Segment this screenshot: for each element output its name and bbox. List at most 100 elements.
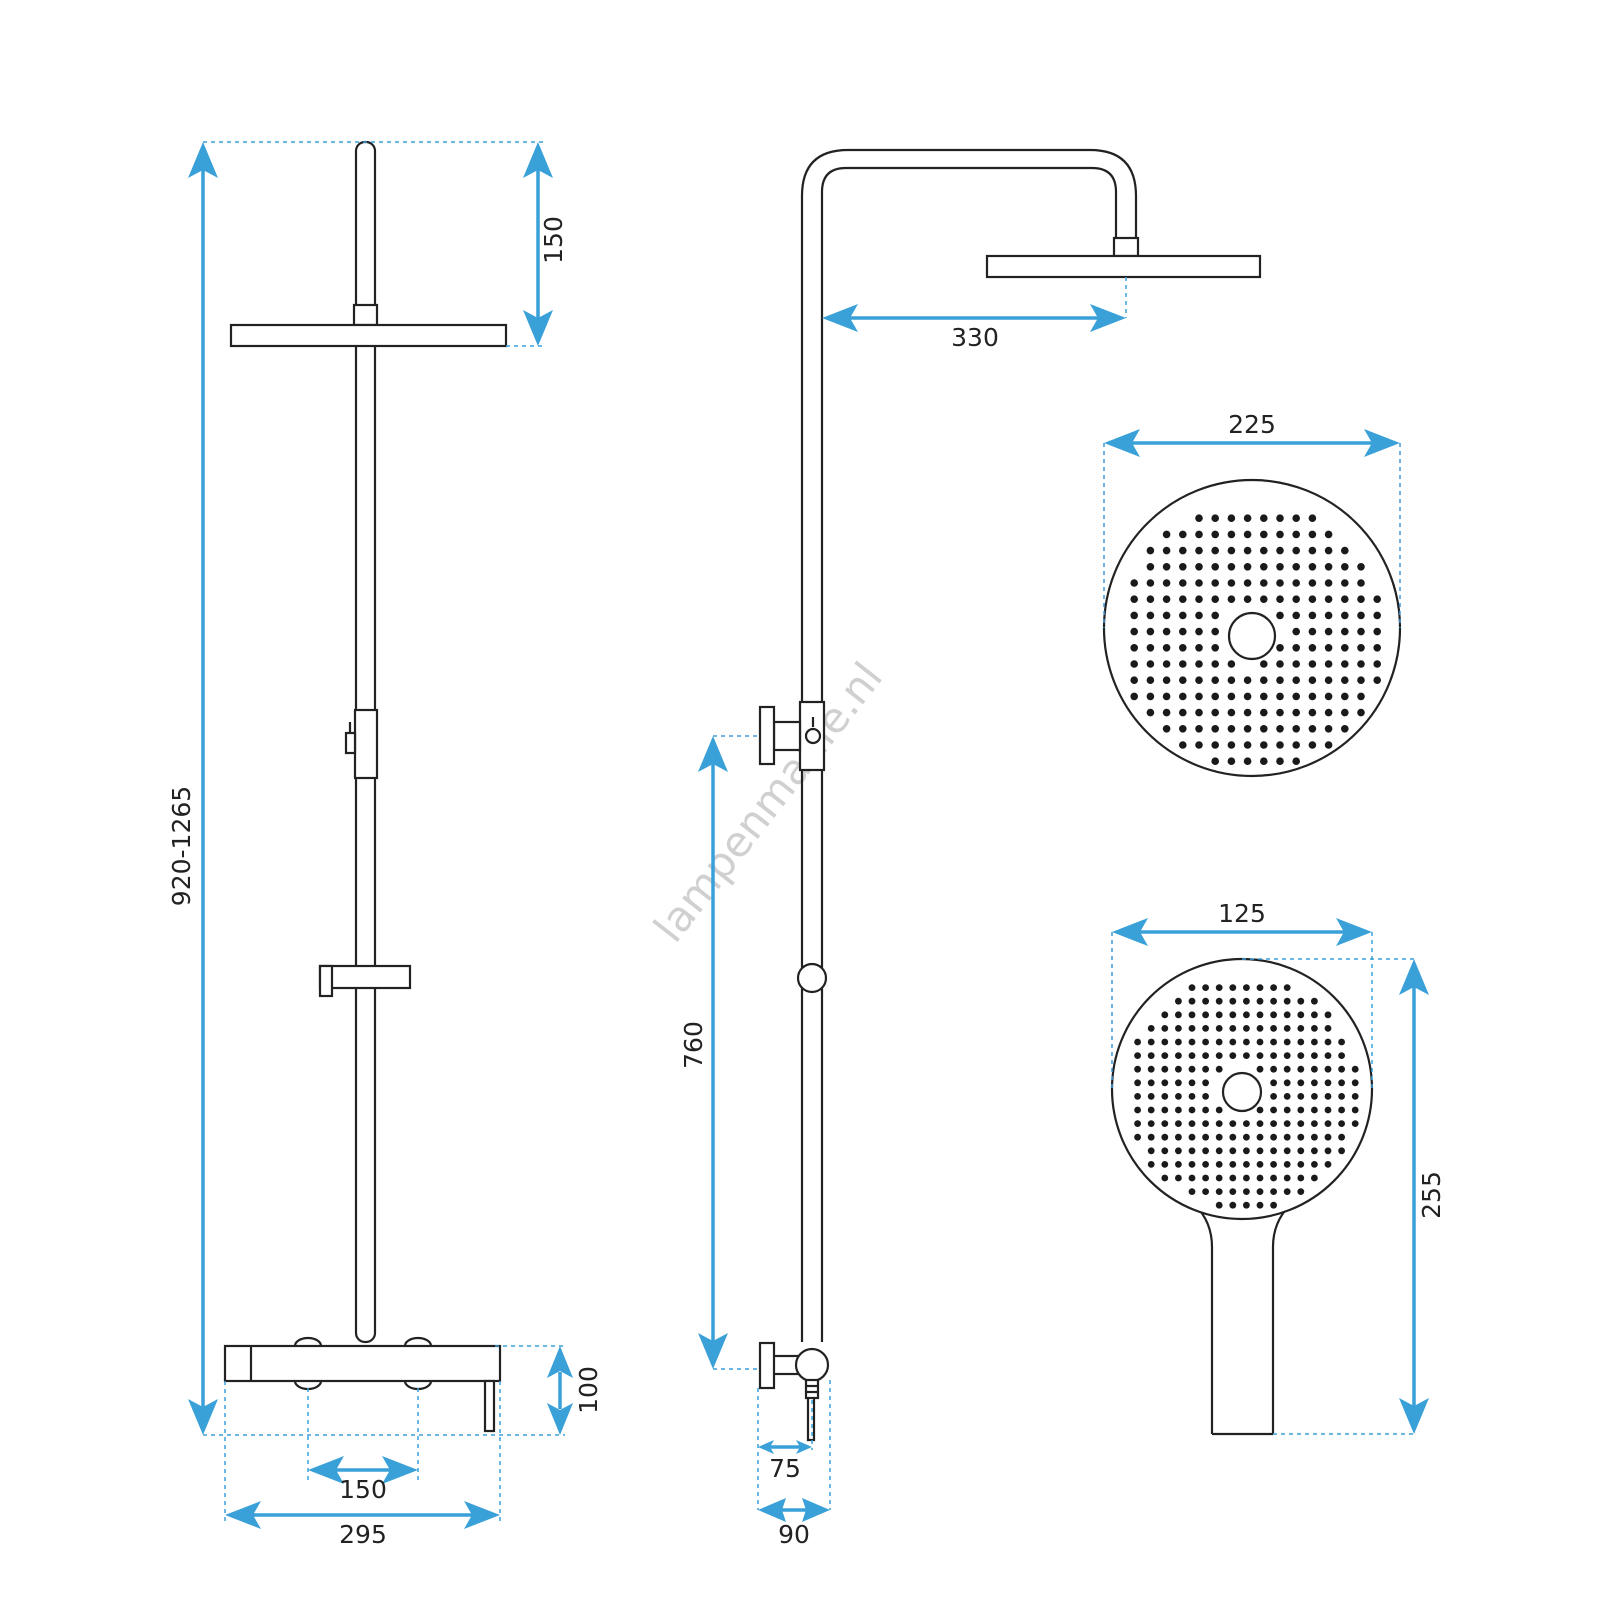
nozzle-dot (1292, 595, 1300, 603)
nozzle-dot (1215, 1147, 1223, 1155)
nozzle-dot (1188, 1025, 1196, 1032)
nozzle-dot (1292, 741, 1300, 749)
nozzle-dot (1134, 1120, 1141, 1127)
nozzle-dot (1175, 1120, 1182, 1127)
nozzle-dot (1211, 757, 1219, 765)
nozzle-dot (1188, 1052, 1196, 1059)
nozzle-dot (1283, 1079, 1291, 1087)
nozzle-dot (1256, 1065, 1264, 1073)
nozzle-dot (1179, 546, 1187, 555)
nozzle-dot (1308, 595, 1317, 603)
nozzle-dot (1195, 595, 1203, 603)
nozzle-dot (1227, 514, 1236, 522)
nozzle-dot (1324, 741, 1333, 749)
nozzle-dot (1130, 579, 1138, 587)
nozzle-dot (1324, 708, 1333, 717)
nozzle-dot (1175, 1052, 1182, 1059)
nozzle-dot (1351, 1065, 1359, 1073)
arrow-head (188, 142, 218, 178)
nozzle-dot (1179, 708, 1187, 717)
nozzle-dot (1227, 546, 1236, 555)
nozzle-dot (1324, 1011, 1332, 1019)
nozzle-dot (1134, 1106, 1141, 1114)
nozzle-dot (1195, 692, 1203, 701)
hand-shower-view: 125 255 (1110, 899, 1446, 1436)
nozzle-dot (1292, 692, 1300, 701)
nozzle-dot (1324, 579, 1333, 587)
nozzle-dot (1229, 1038, 1237, 1046)
nozzle-dot (1179, 660, 1187, 668)
nozzle-dot (1202, 997, 1209, 1005)
nozzle-dot (1357, 611, 1365, 620)
nozzle-dot (1202, 1025, 1209, 1032)
nozzle-dot (1324, 1065, 1332, 1073)
side-bottom-flange (758, 1341, 776, 1390)
nozzle-dot (1311, 1038, 1318, 1046)
nozzle-dot (1202, 1011, 1209, 1019)
arrow-head (822, 304, 858, 332)
nozzle-dot (1175, 1106, 1182, 1114)
nozzle-dot (1179, 595, 1187, 603)
nozzle-dot (1195, 514, 1203, 522)
arrow-head (523, 310, 553, 346)
nozzle-dot (1373, 611, 1381, 620)
nozzle-dot (1338, 1052, 1345, 1059)
nozzle-dot (1243, 1188, 1250, 1195)
nozzle-dot (1357, 563, 1365, 571)
nozzle-dot (1229, 1174, 1237, 1182)
nozzle-dot (1175, 1038, 1182, 1046)
nozzle-dot (1179, 563, 1187, 571)
nozzle-dot (1324, 1025, 1332, 1032)
nozzle-dot (1283, 1093, 1291, 1100)
nozzle-dot (1147, 1147, 1155, 1155)
nozzle-dot (1357, 708, 1365, 717)
nozzle-dot (1227, 692, 1236, 701)
nozzle-dot (1308, 660, 1317, 668)
nozzle-dot (1211, 692, 1219, 701)
nozzle-dot (1161, 1025, 1169, 1032)
nozzle-dot (1243, 579, 1252, 587)
side-slider-knob (796, 962, 828, 994)
hand-shower-handle (1194, 1204, 1291, 1436)
nozzle-dot (1256, 1201, 1264, 1209)
nozzle-dot (1341, 627, 1349, 636)
nozzle-dot (1283, 1161, 1291, 1168)
nozzle-dot (1179, 627, 1187, 636)
nozzle-dot (1308, 611, 1317, 620)
nozzle-dot (1161, 1079, 1169, 1087)
nozzle-dot (1338, 1120, 1345, 1127)
nozzle-dot (1297, 1065, 1305, 1073)
arrow-head (523, 142, 553, 178)
nozzle-dot (1283, 1147, 1291, 1155)
nozzle-dot (1243, 1133, 1250, 1141)
nozzle-dot (1147, 1161, 1155, 1168)
arrow-head (382, 1456, 418, 1484)
arrow-head (758, 1440, 774, 1454)
nozzle-dot (1324, 1079, 1332, 1087)
nozzle-dot (1292, 563, 1300, 571)
nozzle-dot (1297, 1133, 1305, 1141)
nozzle-dot (1357, 627, 1365, 636)
nozzle-dot (1260, 660, 1268, 668)
nozzle-dot (1260, 546, 1268, 555)
nozzle-dot (1243, 708, 1252, 717)
nozzle-dot (1202, 1038, 1209, 1046)
nozzle-dot (1146, 546, 1155, 555)
dim-head-diameter: 225 (1228, 410, 1276, 439)
nozzle-dot (1311, 1161, 1318, 1168)
nozzle-dot (1202, 1161, 1209, 1168)
nozzle-dot (1215, 1133, 1223, 1141)
nozzle-dot (1161, 1106, 1169, 1114)
nozzle-dot (1179, 644, 1187, 652)
arrow-head (464, 1501, 500, 1529)
nozzle-dot (1175, 1174, 1182, 1182)
side-diverter-button (804, 727, 822, 745)
nozzle-dot (1175, 1161, 1182, 1168)
dim-depth: 90 (778, 1520, 810, 1549)
nozzle-dot (1195, 660, 1203, 668)
nozzle-dot (1175, 1025, 1182, 1032)
nozzle-dot (1215, 1201, 1223, 1209)
nozzle-dot (1134, 1133, 1141, 1141)
nozzle-dot (1188, 1174, 1196, 1182)
nozzle-dot (1146, 660, 1155, 668)
